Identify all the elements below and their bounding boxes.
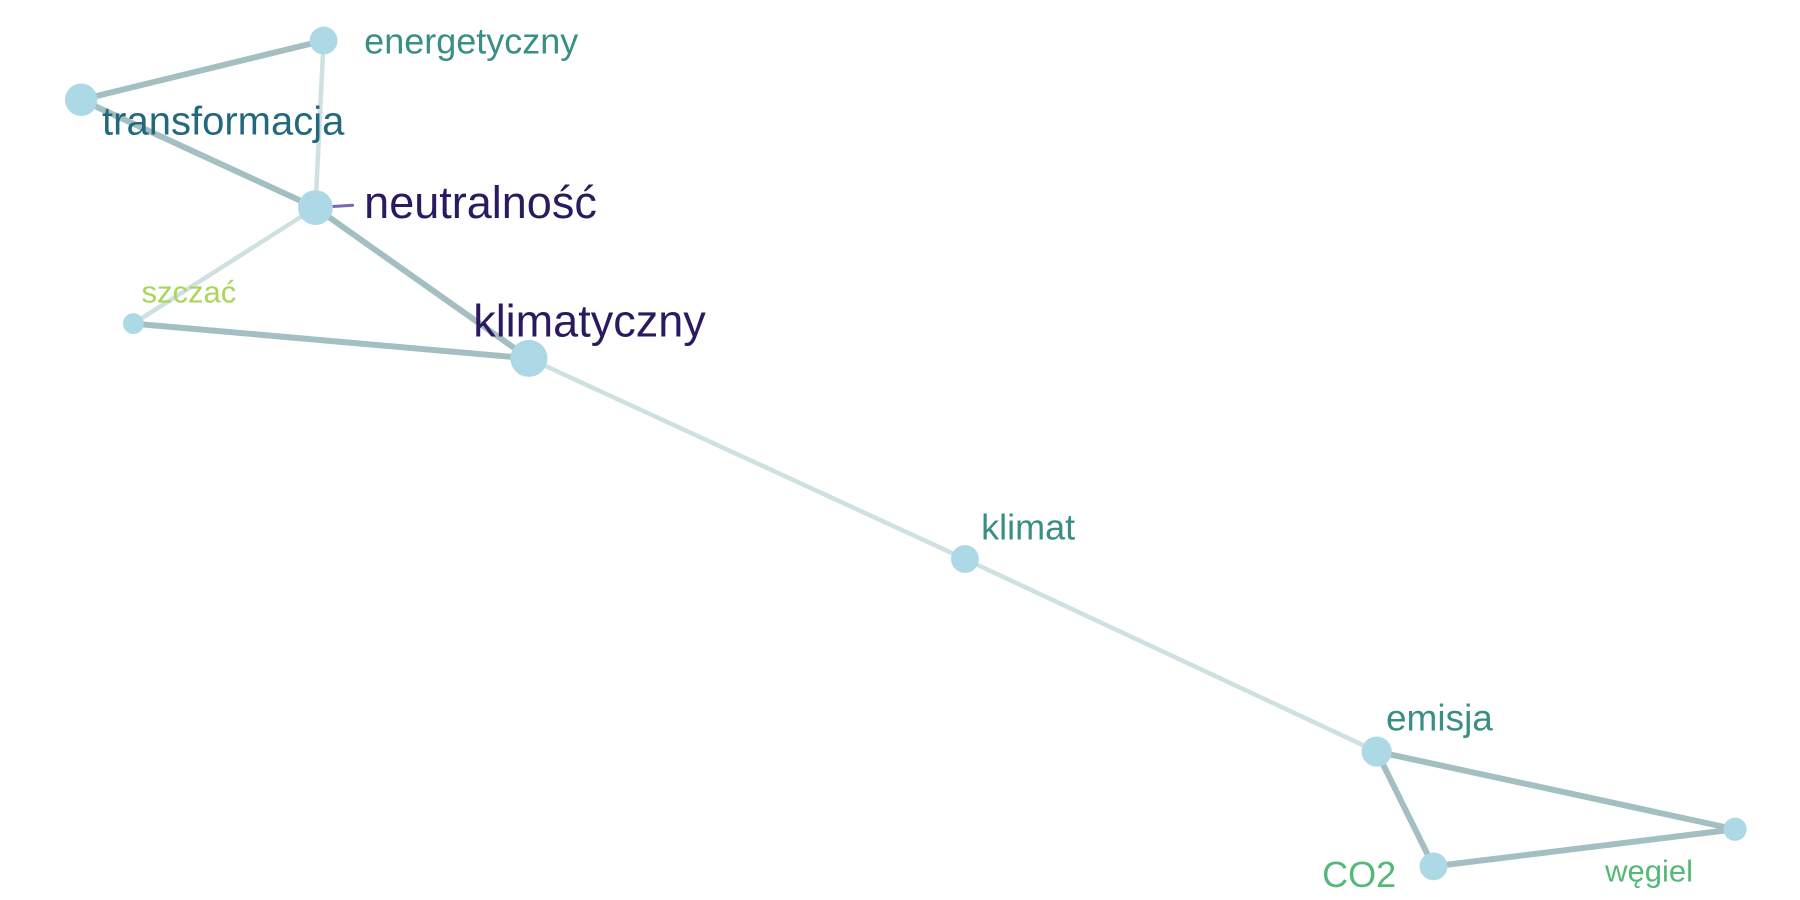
node-label-klimatyczny: klimatyczny <box>473 295 706 346</box>
node-label-szczac: szczać <box>141 275 236 310</box>
node-szczac <box>122 313 144 335</box>
node-label-energetyczny: energetyczny <box>364 20 578 61</box>
node-klimatyczny <box>510 339 548 377</box>
edge-neutralnosc-klimatyczny <box>312 204 532 362</box>
node-klimat <box>951 545 979 573</box>
node-label-emisja: emisja <box>1386 698 1493 739</box>
node-label-klimat: klimat <box>981 506 1075 547</box>
edge-klimatyczny-klimat <box>526 356 968 562</box>
node-neutralnosc <box>298 190 333 225</box>
labels-layer: energetyczny transformacja neutralność szcz… <box>102 20 1693 895</box>
edge-neutralnosc-szczac <box>131 205 318 326</box>
edge-emisja-wegiel <box>1373 748 1739 833</box>
node-wegiel <box>1723 817 1747 841</box>
edge-transformacja-neutralnosc <box>78 96 319 211</box>
node-transformacja <box>64 83 98 116</box>
node-label-wegiel: węgiel <box>1604 853 1693 888</box>
node-label-transformacja: transformacja <box>102 100 345 144</box>
node-label-co2: CO2 <box>1322 854 1396 895</box>
nodes-layer <box>64 26 1747 881</box>
edge-klimat-emisja <box>962 556 1379 754</box>
edge-emisja-co2 <box>1373 748 1437 870</box>
edges-layer <box>78 37 1739 870</box>
node-label-neutralnosc: neutralność <box>364 177 597 228</box>
edge-szczac-klimatyczny <box>130 320 532 362</box>
node-emisja <box>1361 736 1392 767</box>
edge-energetyczny-neutralnosc <box>313 38 326 210</box>
edge-co2-wegiel <box>1430 826 1739 870</box>
edge-transformacja-energetyczny <box>78 37 327 103</box>
node-co2 <box>1419 852 1448 881</box>
node-energetyczny <box>309 26 338 55</box>
